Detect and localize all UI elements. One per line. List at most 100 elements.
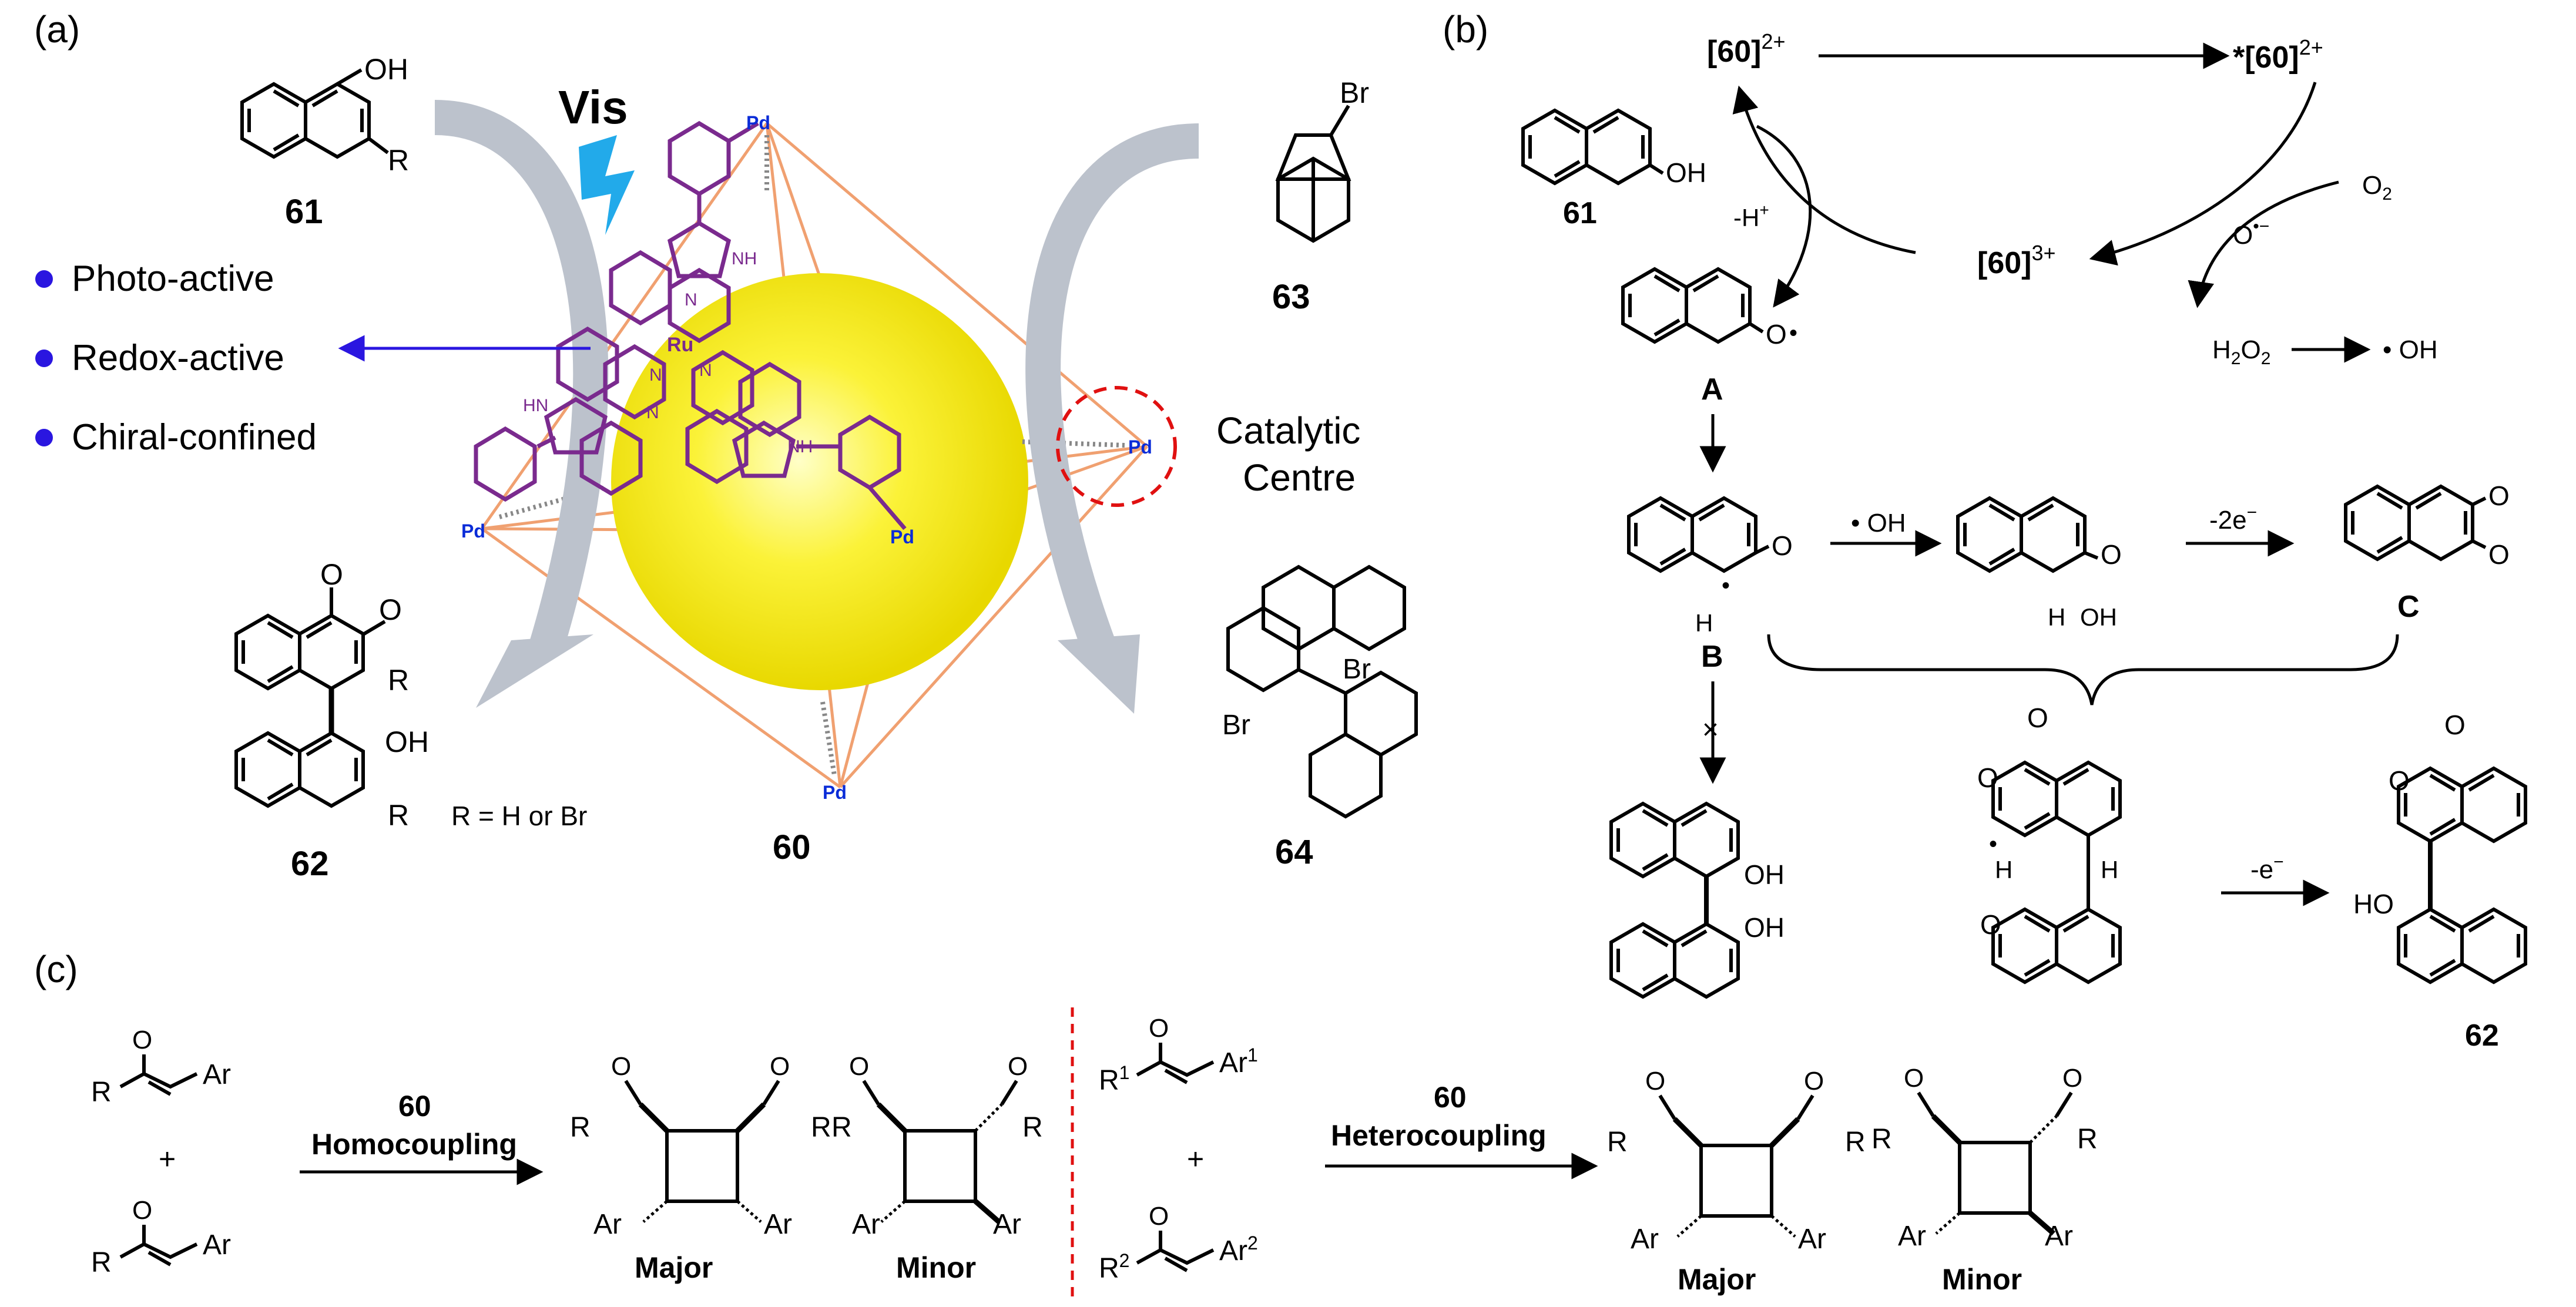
- atom-o-er1: O: [1149, 1014, 1169, 1043]
- structure-63: [1275, 105, 1351, 243]
- minus-h-label: -H+: [1733, 201, 1769, 231]
- atom-o-dimer1: O: [2027, 703, 2048, 733]
- structure-c: [2346, 486, 2473, 559]
- panel-label-c: (c): [34, 948, 78, 990]
- cage-60-label: 60: [773, 828, 811, 866]
- o2-label: O2: [2362, 171, 2392, 204]
- structure-62-b-top: [2399, 768, 2525, 841]
- atom-oh-61: OH: [364, 53, 408, 86]
- atom-r-ml1: R: [570, 1112, 591, 1143]
- atom-o-mnl1: O: [849, 1052, 869, 1081]
- atom-oh-hk: OH: [2080, 603, 2117, 631]
- major-label-left: Major: [635, 1251, 713, 1284]
- feature-list: Photo-active Redox-active Chiral-confine…: [35, 258, 591, 458]
- atom-ar-el2: Ar: [203, 1229, 231, 1261]
- plus-right: +: [1187, 1143, 1204, 1175]
- compound-63-label: 63: [1272, 278, 1310, 316]
- atom-br-64b: Br: [1222, 710, 1250, 741]
- minus-2e-label: -2e−: [2209, 503, 2257, 535]
- structure-b: [1629, 498, 1756, 571]
- deprotonation-arrow: [1756, 125, 1812, 308]
- atom-ar-mr2: Ar: [1798, 1224, 1826, 1255]
- atom-r-mnl2: R: [1022, 1112, 1043, 1143]
- atom-oh-binol2: OH: [1744, 912, 1785, 943]
- structure-hydroxy-ketone: [1958, 498, 2085, 571]
- atom-r-mnr2: R: [2077, 1124, 2098, 1155]
- atom-h-dimer1: H: [1995, 856, 2012, 883]
- atom-o-dimer3: O: [1980, 909, 2001, 940]
- atom-r-62a: R: [388, 664, 409, 697]
- atom-o-er2: O: [1149, 1202, 1169, 1231]
- regeneration-arrow: [1732, 85, 1916, 254]
- r-group-note: R = H or Br: [451, 801, 587, 831]
- pd-atom-left: Pd: [461, 520, 485, 542]
- enone-right-2: [1136, 1231, 1215, 1272]
- panel-c: O R Ar + O R Ar 60 Homocoupling O O R R …: [91, 1007, 2098, 1301]
- radical-dot-dimer: •: [1989, 831, 1997, 857]
- panel-b: [60]2+ *[60]2+ O2 O•− [60]3+ -H+ H2O2 • …: [1523, 29, 2525, 1053]
- oh-reagent-label: • OH: [1851, 509, 1906, 537]
- radical-dot-b: •: [1722, 573, 1730, 599]
- n-atom-4: N: [646, 403, 659, 422]
- atom-o-ml2: O: [770, 1052, 790, 1081]
- atom-o-mnl2: O: [1008, 1052, 1028, 1081]
- hydroxyl-radical-label: • OH: [2383, 335, 2438, 364]
- vis-label: Vis: [558, 81, 628, 133]
- nh-atom-2: NH: [787, 437, 813, 456]
- atom-o-b: O: [1772, 530, 1793, 561]
- atom-o-mr1: O: [1645, 1067, 1665, 1096]
- n-atom-3: N: [699, 361, 712, 380]
- pd-atom-bottom-mid: Pd: [890, 526, 914, 547]
- intermediate-b-label: B: [1701, 640, 1723, 674]
- blocked-cross-icon: ×: [1702, 714, 1719, 745]
- lightning-icon: [579, 135, 635, 235]
- atom-r-mnl1: R: [831, 1112, 852, 1143]
- atom-r-el1: R: [91, 1077, 112, 1108]
- compound-61-b-label: 61: [1563, 196, 1597, 230]
- feature-photo-active: Photo-active: [72, 258, 274, 299]
- bullet-icon: [35, 350, 53, 367]
- atom-o-mnr2: O: [2062, 1064, 2082, 1093]
- catalytic-label-line2: Centre: [1243, 456, 1356, 499]
- feature-redox-active: Redox-active: [72, 338, 284, 378]
- atom-r-61: R: [388, 144, 409, 177]
- atom-r-ml2: R: [811, 1112, 831, 1143]
- atom-h-hk: H: [2048, 603, 2065, 631]
- atom-ar1: Ar1: [1219, 1044, 1258, 1078]
- atom-o-hk: O: [2101, 539, 2122, 570]
- structure-dimer-bottom: [1993, 909, 2120, 982]
- atom-ar-mnr1: Ar: [1898, 1221, 1926, 1252]
- atom-h-dimer2: H: [2101, 856, 2118, 883]
- hn-atom-1: HN: [523, 396, 548, 415]
- panel-label-a: (a): [34, 8, 80, 51]
- homocoupling-catalyst: 60: [398, 1090, 431, 1123]
- structure-62: [236, 587, 386, 806]
- compound-62-label: 62: [291, 845, 329, 883]
- enone-left-2: [119, 1225, 198, 1266]
- cyclobutane-minor-left: [862, 1080, 1018, 1224]
- atom-ar-ml1: Ar: [593, 1209, 622, 1240]
- atom-ar-mnl1: Ar: [852, 1209, 880, 1240]
- feature-chiral-confined: Chiral-confined: [72, 417, 317, 458]
- minor-label-right: Minor: [1942, 1263, 2022, 1296]
- pd-atom-bottom: Pd: [823, 782, 847, 803]
- atom-r1: R1: [1099, 1062, 1129, 1096]
- cyclobutane-major-right: [1658, 1094, 1814, 1238]
- atom-br-64a: Br: [1343, 654, 1371, 685]
- atom-o-dimer2: O: [1977, 762, 1998, 793]
- atom-ar2: Ar2: [1219, 1232, 1258, 1266]
- catalytic-label-line1: Catalytic: [1216, 409, 1360, 452]
- atom-r2: R2: [1099, 1250, 1129, 1284]
- atom-o-mr2: O: [1804, 1067, 1824, 1096]
- atom-o-mnr1: O: [1904, 1064, 1924, 1093]
- coupling-brace: [1767, 634, 2399, 705]
- atom-r-mr1: R: [1607, 1127, 1628, 1158]
- compound-61-label: 61: [285, 193, 323, 231]
- panel-label-b: (b): [1443, 8, 1488, 51]
- atom-ar-mnl2: Ar: [993, 1209, 1021, 1240]
- heterocoupling-label: Heterocoupling: [1331, 1119, 1547, 1152]
- atom-r-mnr1: R: [1871, 1124, 1892, 1155]
- compound-62-b-label: 62: [2465, 1019, 2499, 1053]
- atom-o-c1: O: [2488, 481, 2510, 511]
- enone-right-1: [1136, 1043, 1215, 1084]
